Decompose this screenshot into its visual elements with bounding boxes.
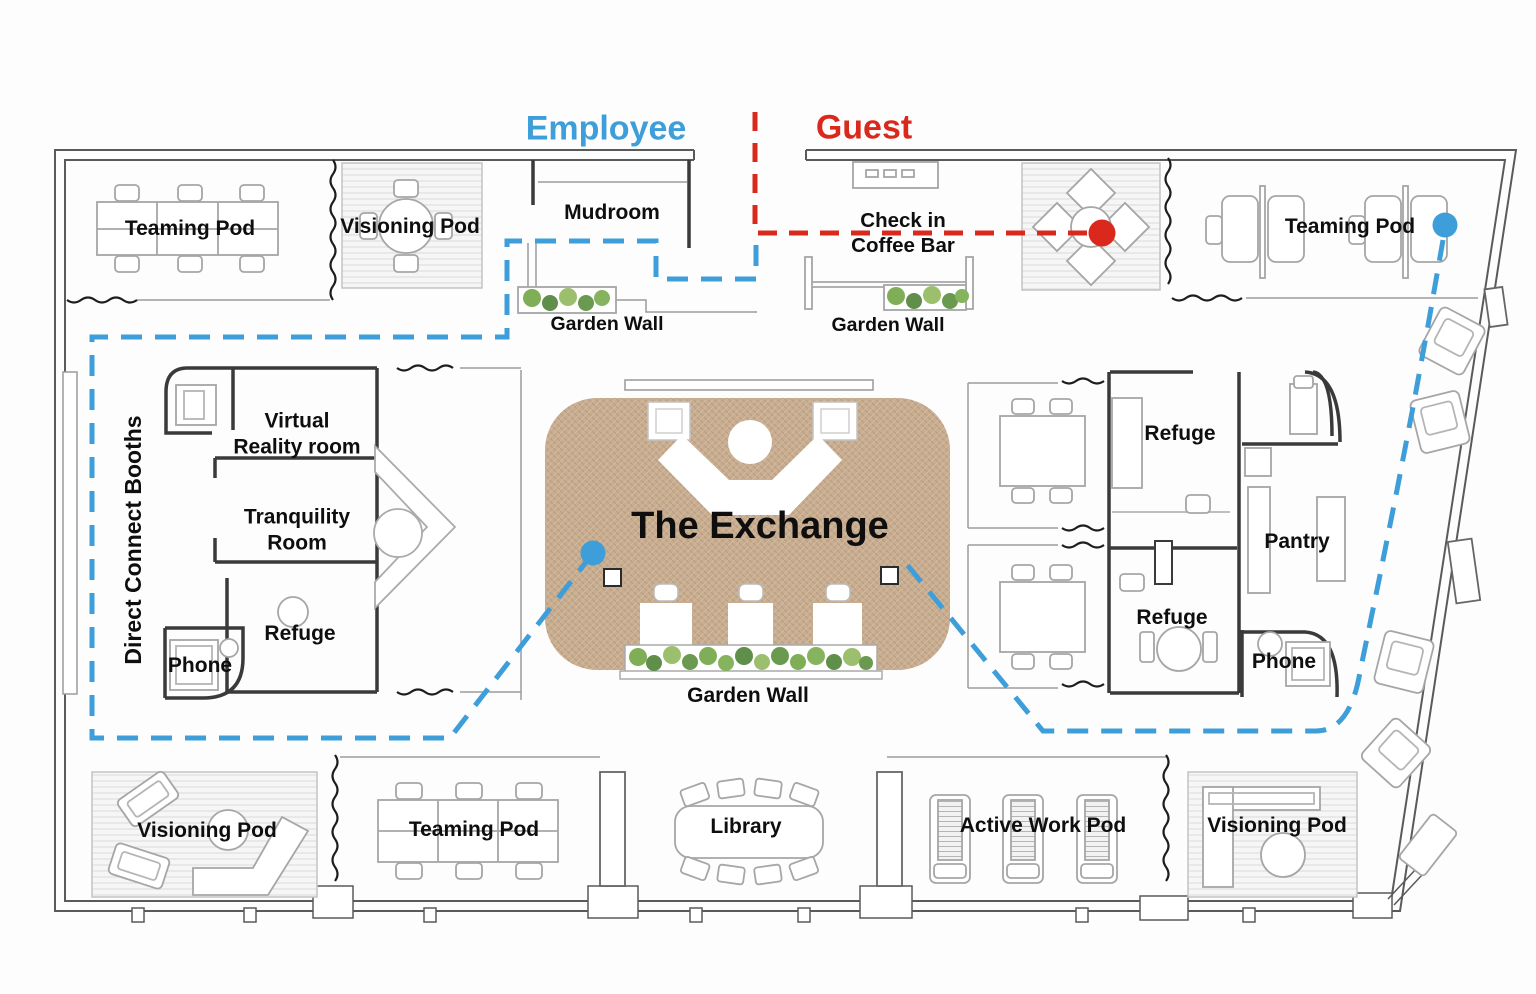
furniture [96, 161, 1509, 896]
legend-employee: Employee [525, 109, 687, 148]
legend-guest: Guest [815, 108, 913, 147]
label-visioning-pod-bottom-left: Visioning Pod [137, 819, 277, 843]
guest-path [752, 112, 1088, 236]
label-teaming-pod-top-right: Teaming Pod [1284, 215, 1416, 239]
label-teaming-pod-top-left: Teaming Pod [124, 217, 256, 241]
label-phone-left: Phone [167, 654, 233, 678]
employee-path-left [89, 238, 759, 741]
door-block [1154, 540, 1173, 585]
thin-partitions [62, 181, 1478, 758]
label-direct-connect-booths: Direct Connect Booths [119, 415, 146, 665]
exchange-room [545, 379, 950, 680]
label-teaming-pod-bottom: Teaming Pod [408, 818, 540, 842]
operable-wall-squiggles [66, 157, 1243, 882]
label-refuge-right-top: Refuge [1144, 422, 1216, 446]
label-tranquility-room: Tranquility Room [243, 505, 351, 554]
garden-wall-plants-exchange [629, 646, 873, 671]
room-walls [163, 160, 1342, 700]
employee-marker-exchange [580, 540, 606, 566]
label-garden-wall-left: Garden Wall [550, 313, 664, 336]
garden-wall-plants [523, 286, 969, 311]
entrance-wall-caps [693, 150, 807, 160]
label-mudroom: Mudroom [564, 201, 660, 225]
check-in-line2: Coffee Bar [851, 234, 955, 257]
label-pantry: Pantry [1264, 530, 1330, 554]
guest-marker-check-in [1088, 219, 1116, 247]
label-phone-right: Phone [1251, 650, 1317, 674]
label-library: Library [710, 815, 782, 839]
label-garden-wall-exchange: Garden Wall [687, 684, 809, 708]
label-the-exchange: The Exchange [631, 504, 889, 547]
entrance-gap [694, 146, 806, 164]
label-visioning-pod-bottom-right: Visioning Pod [1207, 814, 1347, 838]
label-garden-wall-center: Garden Wall [831, 314, 945, 337]
employee-path-right [898, 239, 1446, 734]
employee-marker-teaming-pod [1432, 212, 1458, 238]
foundation-marks [131, 853, 1437, 923]
check-in-line1: Check in [860, 209, 946, 232]
label-visioning-pod-top-left: Visioning Pod [340, 215, 480, 239]
label-active-work-pod: Active Work Pod [959, 814, 1127, 838]
label-refuge-left: Refuge [264, 622, 336, 646]
label-virtual-reality-room: Virtual Reality room [233, 409, 361, 458]
label-check-in-coffee-bar: Check in Coffee Bar [851, 208, 955, 258]
label-refuge-right-bottom: Refuge [1136, 606, 1208, 630]
